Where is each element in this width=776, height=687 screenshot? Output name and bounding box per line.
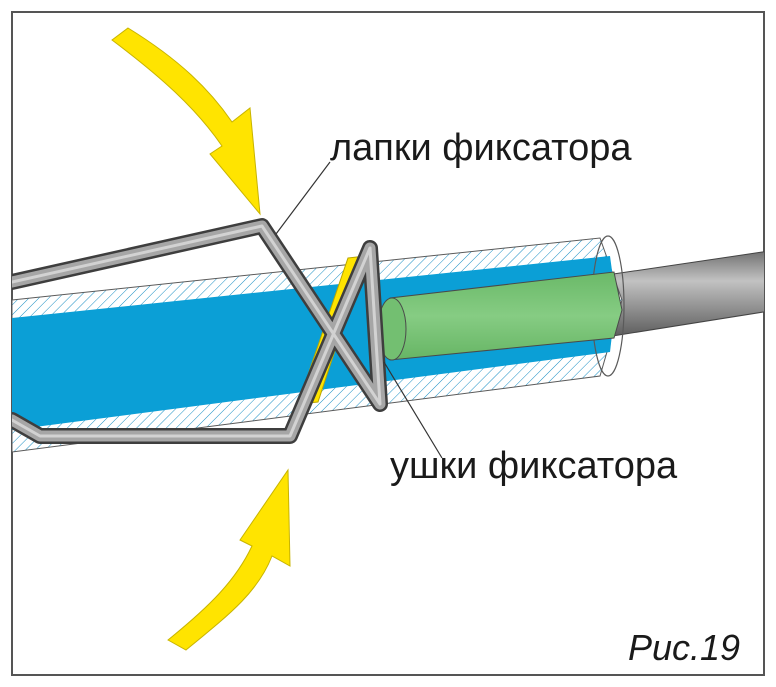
label-latch-tabs: лапки фиксатора <box>330 127 632 169</box>
figure-caption: Рис.19 <box>628 627 740 668</box>
label-latch-ears: ушки фиксатора <box>390 445 678 487</box>
arrow-top-icon <box>111 27 261 216</box>
leader-latch-tabs <box>275 161 331 235</box>
leader-latch-ears <box>383 361 443 459</box>
latch-wire <box>12 218 388 444</box>
arrow-bottom-icon <box>167 468 291 651</box>
